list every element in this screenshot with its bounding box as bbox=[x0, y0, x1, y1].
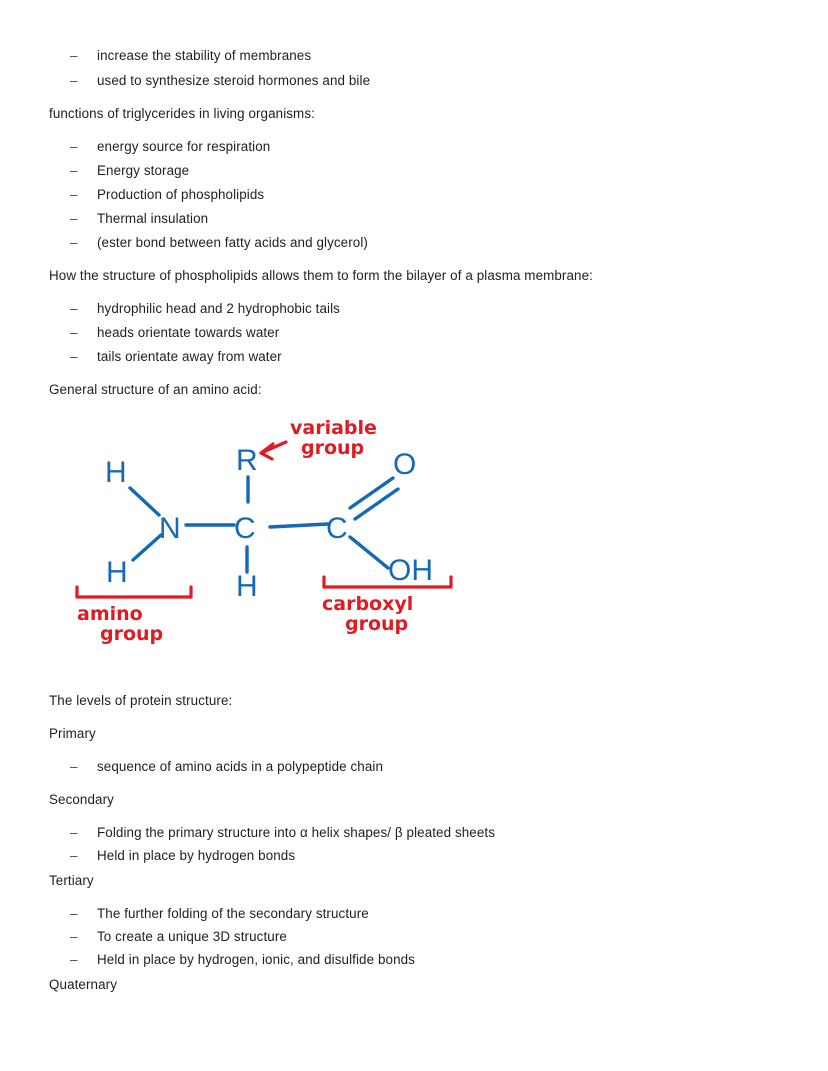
bond-h-n-top bbox=[128, 486, 161, 517]
list-item-text: hydrophilic head and 2 hydrophobic tails bbox=[97, 301, 340, 316]
carboxyl-group-bracket bbox=[322, 575, 453, 589]
label-carboxyl-group-line2: group bbox=[345, 613, 408, 635]
bullet-dash: – bbox=[70, 349, 78, 364]
list-item: – hydrophilic head and 2 hydrophobic tai… bbox=[49, 301, 779, 317]
atom-o-carbonyl: O bbox=[393, 448, 416, 481]
document-body: – increase the stability of membranes – … bbox=[49, 48, 779, 993]
list-item: – Folding the primary structure into α h… bbox=[49, 825, 779, 841]
list-item: – Production of phospholipids bbox=[49, 187, 779, 203]
list-item-text: Held in place by hydrogen bonds bbox=[97, 848, 296, 863]
atom-c-alpha: C bbox=[234, 512, 256, 545]
label-variable-group-line1: variable bbox=[290, 417, 377, 439]
list-membrane-functions: – increase the stability of membranes – … bbox=[49, 48, 779, 89]
bullet-dash: – bbox=[70, 73, 78, 88]
heading-primary: Primary bbox=[49, 726, 96, 741]
bullet-dash: – bbox=[70, 211, 78, 226]
amino-group-bracket bbox=[75, 585, 193, 599]
bullet-dash: – bbox=[70, 163, 78, 178]
bullet-dash: – bbox=[70, 325, 78, 340]
list-phospholipid-properties: – hydrophilic head and 2 hydrophobic tai… bbox=[49, 301, 779, 365]
heading-triglyceride-functions: functions of triglycerides in living org… bbox=[49, 106, 315, 121]
amino-acid-diagram: H H N C R H C O OH variable group bbox=[58, 412, 478, 647]
list-item-text: tails orientate away from water bbox=[97, 349, 282, 364]
bullet-dash: – bbox=[70, 301, 78, 316]
list-item-text: Held in place by hydrogen, ionic, and di… bbox=[97, 952, 415, 967]
bullet-dash: – bbox=[70, 48, 78, 63]
list-item: – energy source for respiration bbox=[49, 139, 779, 155]
atom-oh-hydroxyl: OH bbox=[388, 554, 433, 587]
list-item: – tails orientate away from water bbox=[49, 349, 779, 365]
list-item-text: The further folding of the secondary str… bbox=[97, 906, 369, 921]
heading-secondary: Secondary bbox=[49, 792, 114, 807]
list-tertiary-structure: – The further folding of the secondary s… bbox=[49, 906, 779, 968]
heading-tertiary: Tertiary bbox=[49, 873, 94, 888]
bullet-dash: – bbox=[70, 929, 78, 944]
list-item: – Held in place by hydrogen bonds bbox=[49, 848, 779, 864]
list-item: – sequence of amino acids in a polypepti… bbox=[49, 759, 779, 775]
list-item-text: Folding the primary structure into α hel… bbox=[97, 825, 496, 840]
bullet-dash: – bbox=[70, 952, 78, 967]
list-item: – used to synthesize steroid hormones an… bbox=[49, 73, 779, 89]
list-item: – Energy storage bbox=[49, 163, 779, 179]
bullet-dash: – bbox=[70, 235, 78, 250]
bullet-dash: – bbox=[70, 848, 78, 863]
bullet-dash: – bbox=[70, 187, 78, 202]
list-item: – Thermal insulation bbox=[49, 211, 779, 227]
list-item: – (ester bond between fatty acids and gl… bbox=[49, 235, 779, 251]
list-item-text: To create a unique 3D structure bbox=[97, 929, 287, 944]
list-secondary-structure: – Folding the primary structure into α h… bbox=[49, 825, 779, 864]
list-item-text: sequence of amino acids in a polypeptide… bbox=[97, 759, 383, 774]
bond-c-o-double-a bbox=[348, 476, 395, 510]
label-amino-group-line2: group bbox=[100, 623, 163, 645]
bullet-dash: – bbox=[70, 759, 78, 774]
list-item-text: used to synthesize steroid hormones and … bbox=[97, 73, 371, 88]
bond-c-oh bbox=[348, 535, 390, 570]
atom-h-amine-bottom: H bbox=[106, 556, 128, 589]
list-item: – Held in place by hydrogen, ionic, and … bbox=[49, 952, 779, 968]
list-item-text: (ester bond between fatty acids and glyc… bbox=[97, 235, 368, 250]
heading-amino-acid-structure: General structure of an amino acid: bbox=[49, 382, 262, 397]
bond-h-n-bottom bbox=[131, 533, 163, 562]
list-item-text: Production of phospholipids bbox=[97, 187, 265, 202]
list-item: – increase the stability of membranes bbox=[49, 48, 779, 64]
atom-h-alpha: H bbox=[236, 570, 258, 603]
list-item-text: Energy storage bbox=[97, 163, 190, 178]
label-amino-group-line1: amino bbox=[77, 603, 143, 625]
bullet-dash: – bbox=[70, 825, 78, 840]
heading-phospholipid-bilayer: How the structure of phospholipids allow… bbox=[49, 268, 593, 283]
variable-group-arrow bbox=[259, 440, 288, 461]
list-item: – The further folding of the secondary s… bbox=[49, 906, 779, 922]
bullet-dash: – bbox=[70, 906, 78, 921]
atom-r-group: R bbox=[236, 444, 258, 477]
list-item-text: heads orientate towards water bbox=[97, 325, 280, 340]
list-item-text: energy source for respiration bbox=[97, 139, 271, 154]
list-triglyceride-functions: – energy source for respiration – Energy… bbox=[49, 139, 779, 251]
label-carboxyl-group-line1: carboxyl bbox=[322, 593, 413, 615]
heading-quaternary: Quaternary bbox=[49, 977, 117, 992]
bullet-dash: – bbox=[70, 139, 78, 154]
bond-c-c bbox=[268, 522, 330, 529]
list-item-text: Thermal insulation bbox=[97, 211, 209, 226]
atom-h-amine-top: H bbox=[105, 456, 127, 489]
label-variable-group-line2: group bbox=[301, 437, 364, 459]
atom-n: N bbox=[159, 512, 181, 545]
list-item: – heads orientate towards water bbox=[49, 325, 779, 341]
heading-protein-structure-levels: The levels of protein structure: bbox=[49, 693, 233, 708]
list-item-text: increase the stability of membranes bbox=[97, 48, 312, 63]
bond-c-o-double-b bbox=[353, 487, 400, 521]
list-item: – To create a unique 3D structure bbox=[49, 929, 779, 945]
list-primary-structure: – sequence of amino acids in a polypepti… bbox=[49, 759, 779, 775]
atom-c-carboxyl: C bbox=[326, 512, 348, 545]
